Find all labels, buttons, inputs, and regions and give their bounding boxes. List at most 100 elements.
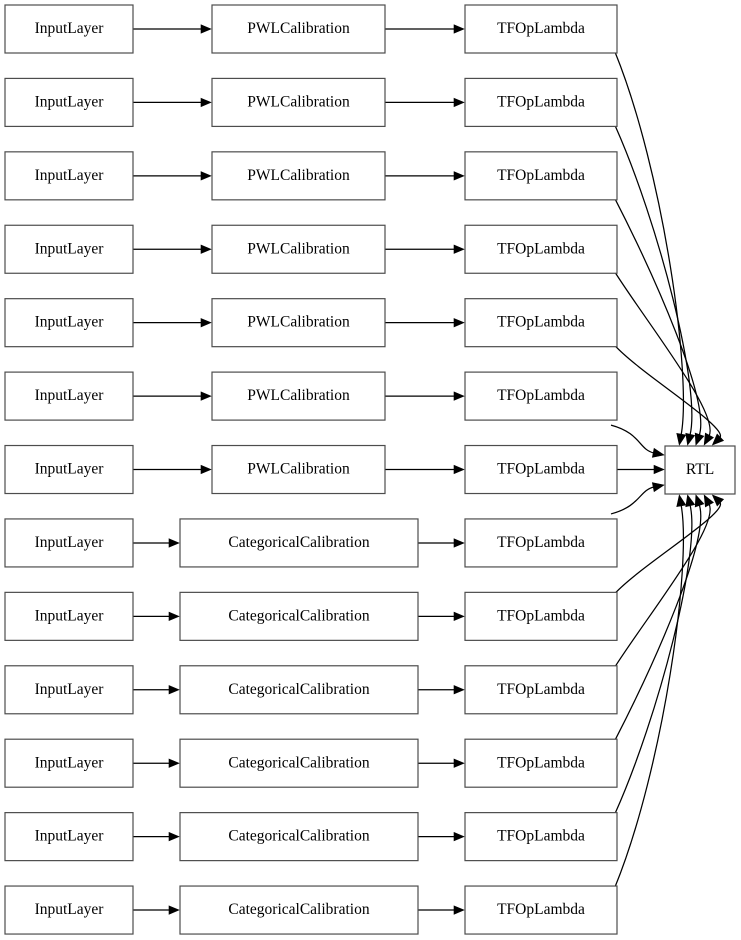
edge-calibration-to-lambda-9-arrowhead — [453, 685, 465, 695]
node-calibration-11[interactable]: CategoricalCalibration — [179, 812, 419, 862]
node-calibration-5-label: PWLCalibration — [247, 387, 350, 404]
node-calibration-11-rect — [179, 812, 419, 862]
node-input-layer-8-label: InputLayer — [35, 607, 105, 624]
edge-lambda-to-rtl-9-curve — [614, 503, 711, 668]
edge-lambda-to-rtl-10-arrowhead — [694, 494, 705, 508]
node-input-layer-8[interactable]: InputLayer — [4, 591, 134, 641]
node-input-layer-11[interactable]: InputLayer — [4, 812, 134, 862]
node-calibration-3[interactable]: PWLCalibration — [211, 224, 386, 274]
node-tfoplambda-12[interactable]: TFOpLambda — [464, 885, 618, 935]
node-input-layer-2[interactable]: InputLayer — [4, 151, 134, 201]
node-calibration-7[interactable]: CategoricalCalibration — [179, 518, 419, 568]
node-tfoplambda-7-label: TFOpLambda — [497, 534, 585, 551]
node-tfoplambda-2[interactable]: TFOpLambda — [464, 151, 618, 201]
node-calibration-6-rect — [211, 444, 386, 495]
edge-input-to-calibration-1 — [133, 97, 212, 108]
node-calibration-12-rect — [179, 885, 419, 935]
edge-lambda-to-rtl-11-arrowhead — [685, 494, 696, 508]
node-tfoplambda-4-rect — [464, 298, 618, 348]
node-tfoplambda-6-rect — [464, 444, 618, 495]
node-tfoplambda-5-label: TFOpLambda — [497, 387, 585, 404]
node-tfoplambda-0-label: TFOpLambda — [497, 20, 585, 37]
node-calibration-9-rect — [179, 665, 419, 715]
node-input-layer-8-rect — [4, 591, 134, 641]
node-tfoplambda-5[interactable]: TFOpLambda — [464, 371, 618, 421]
node-input-layer-12[interactable]: InputLayer — [4, 885, 134, 935]
edge-lambda-to-rtl-9 — [614, 494, 714, 668]
edge-input-to-calibration-5-arrowhead — [200, 391, 212, 401]
node-input-layer-5[interactable]: InputLayer — [4, 371, 134, 421]
edge-calibration-to-lambda-11-arrowhead — [453, 831, 465, 842]
node-input-layer-9-rect — [4, 665, 134, 715]
node-tfoplambda-6[interactable]: TFOpLambda — [464, 444, 618, 495]
edge-lambda-to-rtl-0-curve — [614, 51, 685, 436]
node-tfoplambda-3-label: TFOpLambda — [497, 240, 585, 257]
node-input-layer-0[interactable]: InputLayer — [4, 4, 134, 54]
edge-lambda-to-rtl-8 — [614, 494, 725, 594]
node-tfoplambda-11[interactable]: TFOpLambda — [464, 812, 618, 862]
node-tfoplambda-8[interactable]: TFOpLambda — [464, 591, 618, 641]
edge-input-to-calibration-12 — [133, 905, 180, 915]
node-calibration-4[interactable]: PWLCalibration — [211, 298, 386, 348]
node-calibration-10[interactable]: CategoricalCalibration — [179, 738, 419, 788]
edge-calibration-to-lambda-4 — [385, 318, 465, 328]
node-input-layer-7[interactable]: InputLayer — [4, 518, 134, 568]
node-calibration-9[interactable]: CategoricalCalibration — [179, 665, 419, 715]
node-input-layer-1-rect — [4, 77, 134, 128]
node-input-layer-5-rect — [4, 371, 134, 421]
node-tfoplambda-1-label: TFOpLambda — [497, 93, 585, 110]
node-calibration-0-label: PWLCalibration — [247, 20, 350, 37]
edge-lambda-to-rtl-10-curve — [614, 504, 702, 741]
node-input-layer-0-rect — [4, 4, 134, 54]
node-tfoplambda-1[interactable]: TFOpLambda — [464, 77, 618, 128]
node-calibration-7-label: CategoricalCalibration — [228, 534, 369, 551]
node-input-layer-9[interactable]: InputLayer — [4, 665, 134, 715]
node-tfoplambda-7[interactable]: TFOpLambda — [464, 518, 618, 568]
node-calibration-1[interactable]: PWLCalibration — [211, 77, 386, 128]
edge-lambda-to-rtl-4-curve — [614, 345, 721, 439]
node-calibration-12[interactable]: CategoricalCalibration — [179, 885, 419, 935]
node-tfoplambda-10[interactable]: TFOpLambda — [464, 738, 618, 788]
node-input-layer-7-rect — [4, 518, 134, 568]
edge-lambda-to-rtl-7-arrowhead — [651, 482, 665, 493]
node-tfoplambda-3[interactable]: TFOpLambda — [464, 224, 618, 274]
node-calibration-3-label: PWLCalibration — [247, 240, 350, 257]
node-tfoplambda-12-rect — [464, 885, 618, 935]
edge-calibration-to-lambda-12 — [418, 905, 465, 915]
edge-calibration-to-lambda-5 — [385, 391, 465, 401]
node-calibration-6[interactable]: PWLCalibration — [211, 444, 386, 495]
node-input-layer-6-rect — [4, 444, 134, 495]
edge-lambda-to-rtl-6 — [617, 464, 665, 475]
node-input-layer-6-label: InputLayer — [35, 461, 105, 478]
edge-calibration-to-lambda-5-arrowhead — [453, 391, 465, 401]
edge-lambda-to-rtl-8-curve — [614, 501, 722, 594]
edge-input-to-calibration-10-arrowhead — [168, 758, 180, 768]
edge-calibration-to-lambda-6-arrowhead — [453, 464, 465, 475]
edge-input-to-calibration-2 — [133, 171, 212, 181]
node-input-layer-1[interactable]: InputLayer — [4, 77, 134, 128]
node-rtl[interactable]: RTL — [664, 445, 736, 495]
node-input-layer-4[interactable]: InputLayer — [4, 298, 134, 348]
node-input-layer-4-label: InputLayer — [35, 314, 105, 331]
node-input-layer-6[interactable]: InputLayer — [4, 444, 134, 495]
node-calibration-8[interactable]: CategoricalCalibration — [179, 591, 419, 641]
node-rtl-label: RTL — [686, 461, 714, 478]
node-calibration-5[interactable]: PWLCalibration — [211, 371, 386, 421]
node-tfoplambda-4[interactable]: TFOpLambda — [464, 298, 618, 348]
node-calibration-2[interactable]: PWLCalibration — [211, 151, 386, 201]
node-tfoplambda-2-rect — [464, 151, 618, 201]
node-tfoplambda-9[interactable]: TFOpLambda — [464, 665, 618, 715]
edge-calibration-to-lambda-3-arrowhead — [453, 244, 465, 254]
node-input-layer-12-rect — [4, 885, 134, 935]
edge-lambda-to-rtl-3 — [614, 271, 714, 446]
edge-input-to-calibration-10 — [133, 758, 180, 768]
node-input-layer-10[interactable]: InputLayer — [4, 738, 134, 788]
edge-lambda-to-rtl-7 — [610, 482, 665, 515]
edge-input-to-calibration-8-arrowhead — [168, 611, 180, 622]
node-calibration-0[interactable]: PWLCalibration — [211, 4, 386, 54]
node-tfoplambda-9-label: TFOpLambda — [497, 681, 585, 698]
node-input-layer-3[interactable]: InputLayer — [4, 224, 134, 274]
node-tfoplambda-0[interactable]: TFOpLambda — [464, 4, 618, 54]
